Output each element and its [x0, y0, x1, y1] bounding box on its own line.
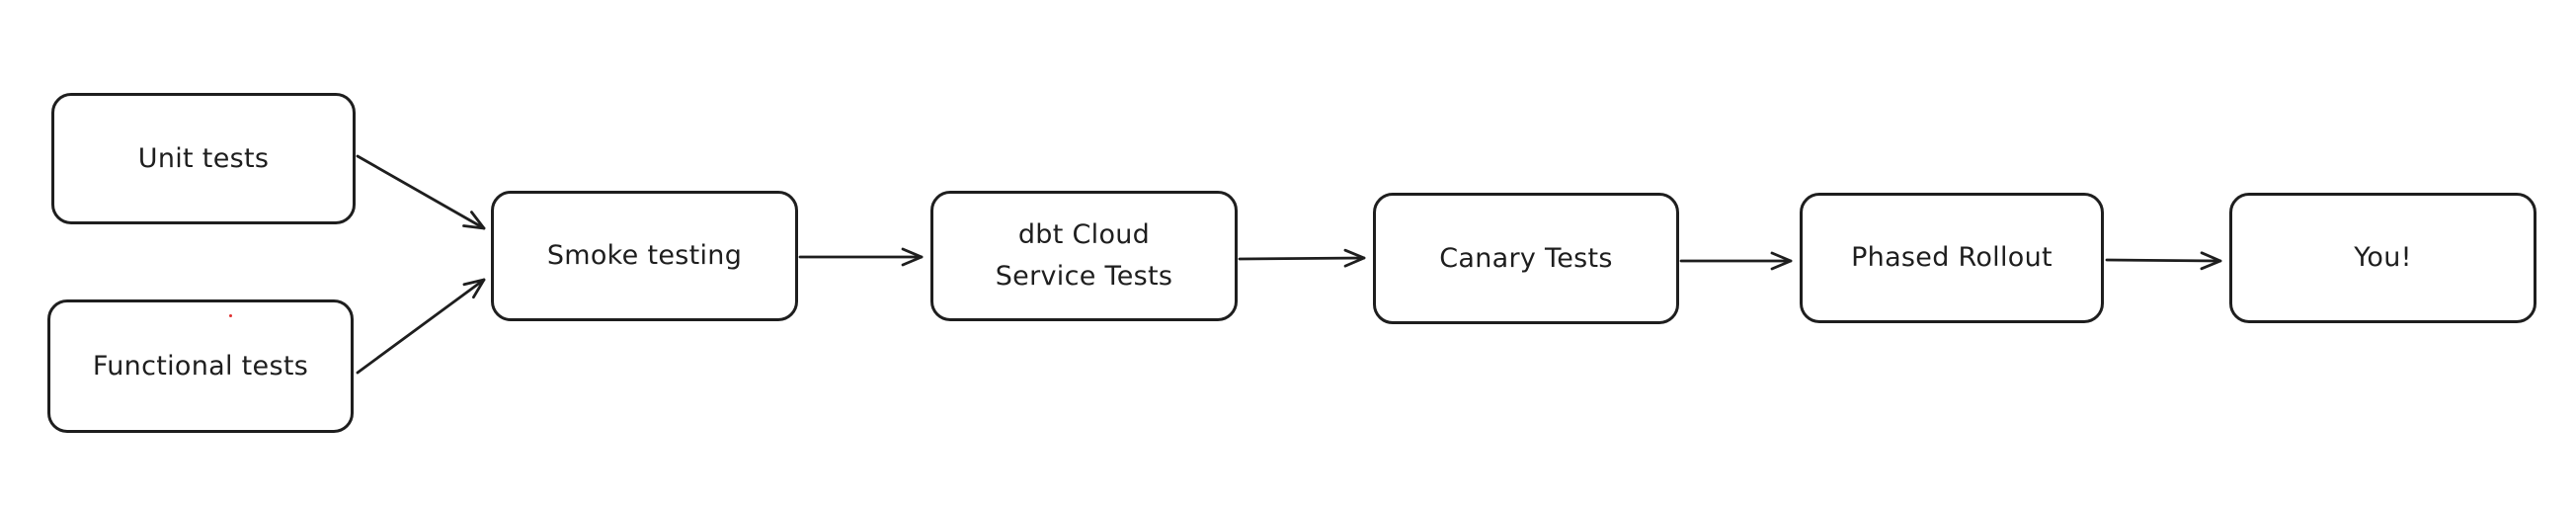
node-unit-tests: Unit tests	[51, 93, 356, 224]
node-phased-rollout-label: Phased Rollout	[1851, 242, 2053, 274]
arrow-functional-tests-to-smoke-testing	[356, 278, 486, 375]
node-dbt-cloud-service-tests-label: dbt Cloud Service Tests	[995, 219, 1173, 292]
node-canary-tests-label: Canary Tests	[1439, 242, 1613, 274]
node-canary-tests: Canary Tests	[1373, 193, 1679, 324]
node-dbt-cloud-service-tests: dbt Cloud Service Tests	[930, 191, 1238, 321]
node-you: You!	[2229, 193, 2536, 323]
stray-red-dot	[229, 314, 232, 317]
node-functional-tests: Functional tests	[47, 299, 354, 433]
node-you-label: You!	[2354, 242, 2412, 274]
arrow-unit-tests-to-smoke-testing	[356, 154, 486, 230]
arrow-dbt-cloud-to-canary-tests	[1238, 248, 1366, 268]
arrow-phased-rollout-to-you	[2105, 251, 2222, 271]
node-functional-tests-label: Functional tests	[92, 350, 309, 382]
node-smoke-testing-label: Smoke testing	[546, 240, 743, 272]
node-unit-tests-label: Unit tests	[137, 142, 270, 174]
node-smoke-testing: Smoke testing	[491, 191, 798, 321]
node-phased-rollout: Phased Rollout	[1800, 193, 2104, 323]
